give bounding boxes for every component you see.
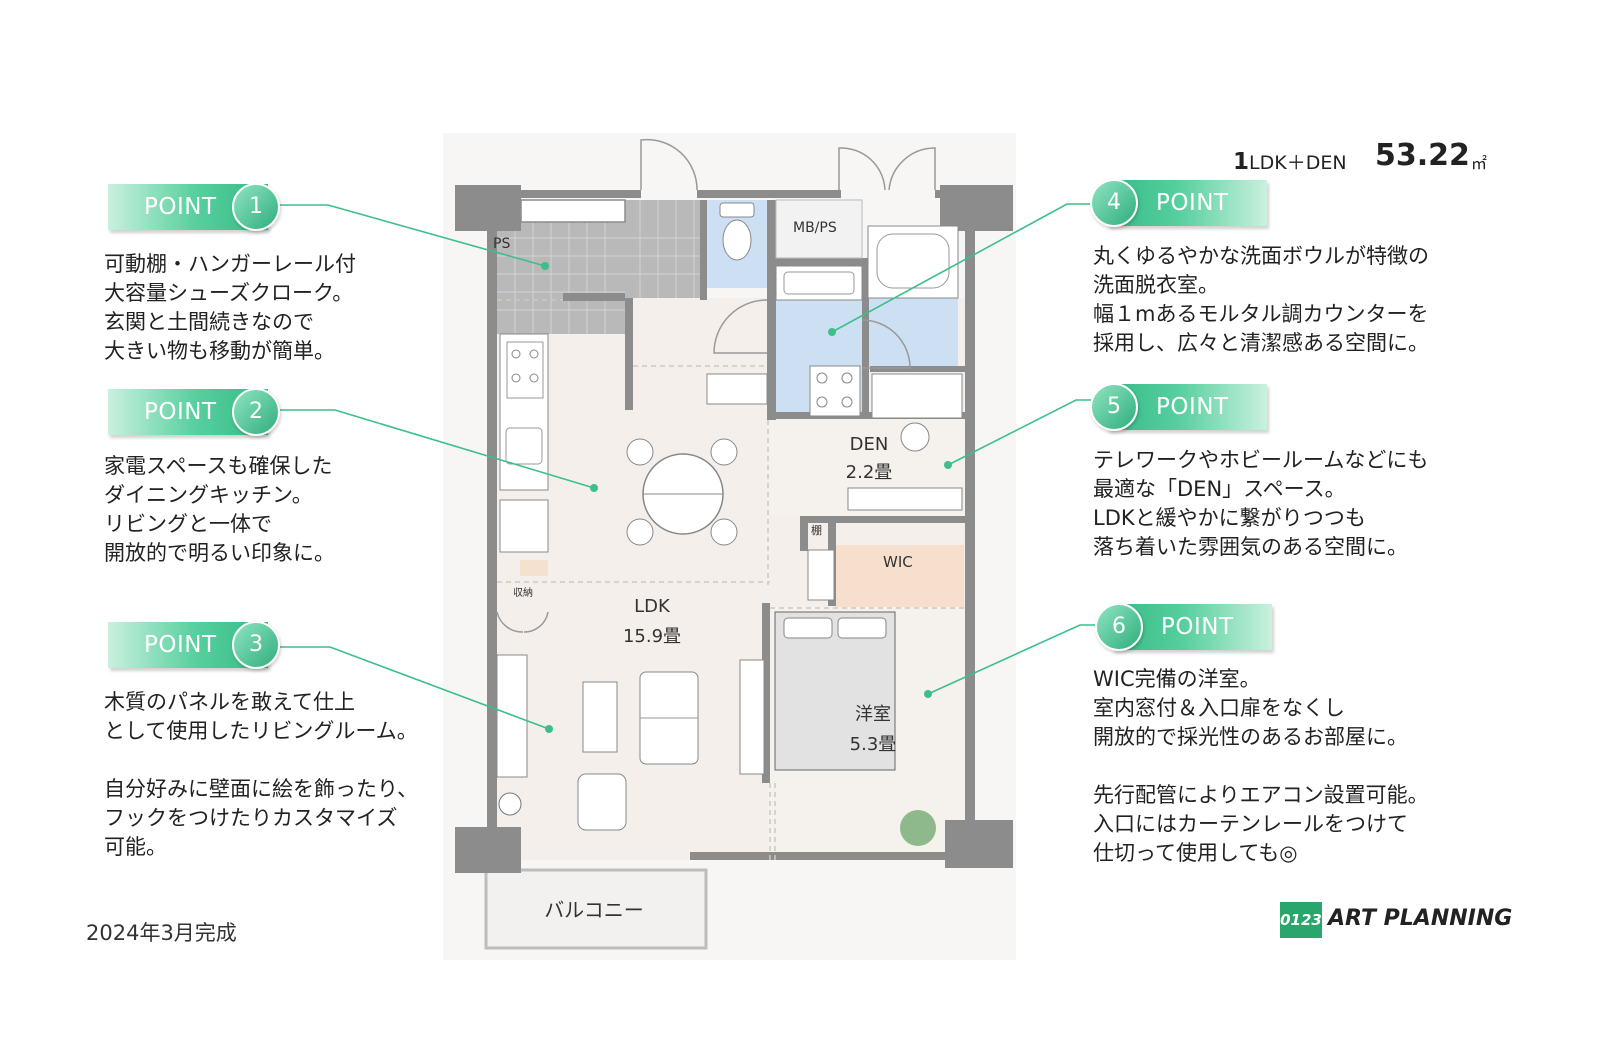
point-number: 6	[1095, 603, 1143, 651]
marker-dot	[828, 328, 836, 336]
bathroom-floor	[868, 298, 958, 366]
leader-lines	[280, 203, 1098, 730]
kitchen-counter	[499, 333, 549, 553]
point-1-description: 可動棚・ハンガーレール付 大容量シューズクローク。 玄関と土間続きなので 大きい…	[104, 252, 356, 363]
point-6-description: WIC完備の洋室。 室内窓付＆入口扉をなくし 開放的で採光性のあるお部屋に。 先…	[1093, 667, 1429, 865]
point-label: POINT	[144, 399, 217, 425]
partition-lines	[497, 299, 965, 860]
label-ldk: LDK 15.9畳	[622, 596, 682, 647]
point-label: POINT	[144, 632, 217, 658]
plant-living	[498, 792, 522, 816]
marker-dot	[924, 690, 932, 698]
company-logo: 0123 ART PLANNING	[1280, 902, 1512, 938]
toilet	[719, 202, 755, 261]
shoe-closet-floor	[497, 200, 707, 334]
point-label: POINT	[1161, 614, 1234, 640]
unit-area: 53.22	[1375, 138, 1470, 173]
label-den: DEN 2.2畳	[845, 434, 893, 483]
logo-mark: 0123	[1280, 902, 1322, 938]
bed	[774, 611, 896, 771]
plant-bedroom	[900, 810, 936, 846]
label-bedroom: 洋室 5.3畳	[849, 704, 897, 755]
point-5-description: テレワークやホビールームなどにも 最適な「DEN」スペース。 LDKと緩やかに繋…	[1093, 448, 1429, 559]
marker-dot	[590, 484, 598, 492]
balcony-floor	[484, 868, 708, 950]
point-badge-2: POINT 2	[108, 388, 283, 436]
bathtub	[867, 225, 959, 299]
point-badge-4: POINT 4	[1090, 179, 1267, 227]
point-number: 2	[232, 388, 280, 436]
walls	[455, 185, 1013, 873]
den-desk	[871, 373, 963, 419]
point-number: 1	[232, 183, 280, 231]
label-balcony: バルコニー	[544, 898, 644, 922]
point-badge-5: POINT 5	[1090, 383, 1267, 431]
completion-date: 2024年3月完成	[86, 921, 237, 945]
marker-dot	[541, 262, 549, 270]
armchair	[577, 773, 627, 831]
label-ps: PS	[493, 236, 511, 252]
dining-set	[626, 438, 738, 546]
point-number: 3	[232, 621, 280, 669]
label-mbps: MB/PS	[793, 220, 837, 236]
point-number: 5	[1090, 383, 1138, 431]
label-storage: 収納	[513, 588, 533, 599]
coffee-table	[582, 681, 618, 753]
point-badge-6: POINT 6	[1095, 603, 1272, 651]
marker-dot	[545, 725, 553, 733]
point-4-description: 丸くゆるやかな洗面ボウルが特徴の 洗面脱衣室。 幅１mあるモルタル調カウンターを…	[1093, 244, 1429, 355]
area-unit: ㎡	[1471, 154, 1488, 173]
sofa	[639, 671, 699, 765]
logo-name: ART PLANNING	[1328, 906, 1513, 931]
point-badge-1: POINT 1	[108, 183, 283, 231]
label-wic: WIC	[883, 553, 913, 571]
point-2-description: 家電スペースも確保した ダイニングキッチン。 リビングと一体で 開放的で明るい印…	[104, 454, 335, 565]
point-label: POINT	[1156, 394, 1229, 420]
unit-type: 1LDK＋DEN	[1233, 149, 1347, 175]
point-label: POINT	[1156, 190, 1229, 216]
point-badge-3: POINT 3	[108, 621, 283, 669]
wic-floor	[836, 545, 964, 607]
point-3-description: 木質のパネルを敢えて仕上 として使用したリビングルーム。 自分好みに壁面に絵を飾…	[104, 690, 419, 859]
marker-dot	[944, 461, 952, 469]
label-shelf: 棚	[811, 524, 822, 537]
doors	[496, 138, 936, 633]
sideboard	[739, 659, 765, 775]
point-label: POINT	[144, 194, 217, 220]
point-number: 4	[1090, 179, 1138, 227]
